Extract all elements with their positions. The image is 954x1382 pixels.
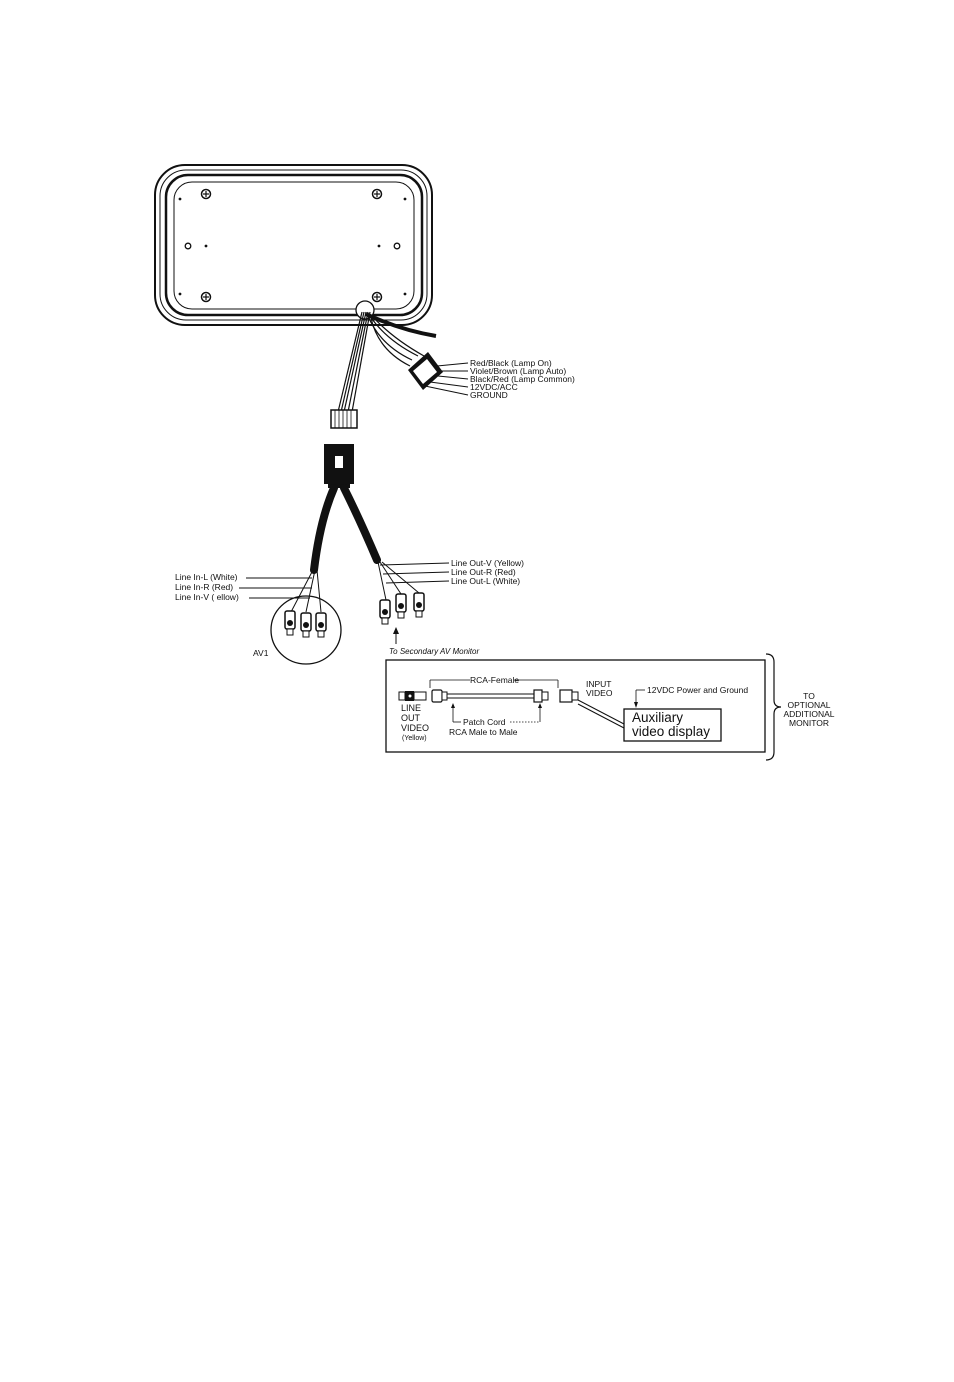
power-ground-label: 12VDC Power and Ground [647, 685, 748, 695]
arrow-up-icon [538, 703, 542, 708]
line-out-r-label: Line Out-R (Red) [451, 567, 516, 577]
line-out-l-label: Line Out-L (White) [451, 576, 520, 586]
line-in-v-label: Line In-V ( ellow) [175, 592, 239, 602]
optional-monitor-line1: TO [803, 691, 815, 701]
rca-plug-icon [284, 610, 296, 636]
av1-group-ring [270, 595, 342, 665]
video-label: VIDEO [586, 688, 613, 698]
right-brace-icon [765, 653, 782, 761]
power-label-lamp-on: Red/Black (Lamp On) [470, 358, 552, 368]
av1-label: AV1 [253, 648, 269, 658]
harness-connector-male [330, 409, 358, 429]
line-in-fanout [290, 569, 322, 613]
optional-monitor-line4: MONITOR [789, 718, 829, 728]
line-out-video-line1: LINE [401, 703, 421, 713]
patch-cord-type-label: RCA Male to Male [449, 727, 518, 737]
rca-plug-icon [300, 612, 312, 638]
line-out-video-line2: OUT [401, 713, 421, 723]
line-out-labels: Line Out-V (Yellow) Line Out-R (Red) Lin… [451, 558, 524, 586]
auxiliary-display-box [623, 708, 722, 742]
inset-box [385, 659, 766, 753]
power-ground-callout [635, 689, 645, 704]
mounting-screw-icon [371, 188, 383, 200]
yellow-label: (Yellow) [402, 735, 427, 742]
aux-display-cable [577, 699, 625, 729]
video-display-label: video display [632, 724, 710, 739]
line-out-fanout [377, 561, 420, 601]
mounting-screw-icon [371, 291, 383, 303]
rca-plug-icon [379, 599, 391, 625]
line-out-video-line3: VIDEO [401, 723, 429, 733]
optional-monitor-label: TO OPTIONAL ADDITIONAL MONITOR [783, 691, 834, 728]
power-connector [408, 352, 443, 390]
arrow-up-icon [393, 627, 399, 644]
optional-monitor-line2: OPTIONAL [788, 700, 831, 710]
power-label-acc: 12VDC/ACC [470, 382, 518, 392]
patch-cord-callout [452, 706, 541, 723]
line-out-video-label: LINE OUT VIDEO (Yellow) [401, 703, 429, 742]
harness-connector-female [324, 444, 354, 488]
mounting-screw-icon [200, 291, 212, 303]
line-in-leaders [239, 577, 312, 599]
input-video-jack-icon [559, 689, 579, 703]
power-label-lamp-common: Black/Red (Lamp Common) [470, 374, 575, 384]
line-out-leaders [379, 562, 450, 584]
power-label-ground: GROUND [470, 390, 508, 400]
power-label-lamp-auto: Violet/Brown (Lamp Auto) [470, 366, 566, 376]
rca-plug-icon [395, 593, 407, 619]
monitor-back-panel [154, 164, 433, 326]
line-in-l-label: Line In-L (White) [175, 572, 238, 582]
optional-monitor-line3: ADDITIONAL [783, 709, 834, 719]
arrow-up-icon [451, 703, 455, 708]
av-cable-pair [310, 484, 381, 574]
line-out-jack-icon [398, 691, 427, 701]
mounting-screw-icon [200, 188, 212, 200]
harness-wires [337, 311, 371, 413]
rca-plug-icon [315, 612, 327, 638]
power-wires [365, 312, 437, 367]
patch-cord-label: Patch Cord [463, 717, 506, 727]
power-labels: Red/Black (Lamp On) Violet/Brown (Lamp A… [470, 358, 575, 400]
rca-female-callout [429, 679, 559, 688]
input-label: INPUT [586, 679, 612, 689]
secondary-monitor-label: To Secondary AV Monitor [389, 647, 479, 656]
rca-female-label: RCA-Female [470, 675, 519, 685]
patch-cord [431, 689, 549, 703]
rca-plug-icon [413, 592, 425, 618]
mounting-hole-icon [184, 242, 401, 250]
arrow-down-icon [634, 702, 638, 708]
auxiliary-label: Auxiliary [632, 710, 683, 725]
line-in-r-label: Line In-R (Red) [175, 582, 233, 592]
line-out-v-label: Line Out-V (Yellow) [451, 558, 524, 568]
line-in-labels: Line In-L (White) Line In-R (Red) Line I… [175, 572, 239, 602]
power-lead-lines [424, 362, 469, 396]
panel-dot-icon [178, 197, 407, 296]
